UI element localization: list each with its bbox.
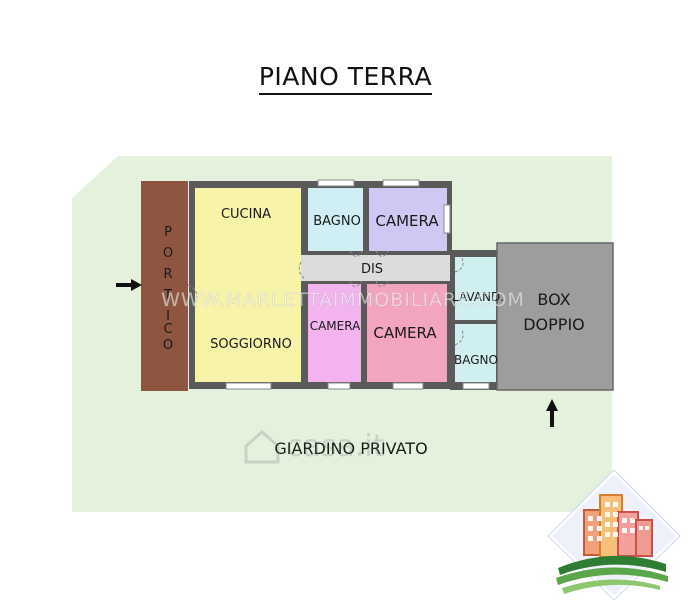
- room-camera-3: [367, 284, 447, 382]
- plan-title: PIANO TERRA: [0, 62, 691, 95]
- room-camera-2: [308, 284, 361, 382]
- label-dis: DIS: [361, 262, 383, 277]
- portico-label: P O R T I C O: [163, 225, 173, 353]
- swoosh-icon: [558, 555, 666, 575]
- portico-letter: O: [163, 338, 173, 353]
- room-cucina-soggiorno: [195, 188, 301, 382]
- room-camera-1: [369, 188, 447, 251]
- portico-letter: P: [164, 225, 172, 240]
- portico-letter: O: [163, 246, 173, 261]
- room-dis: [301, 255, 453, 281]
- windows: [225, 179, 490, 390]
- house-icon: [244, 430, 280, 464]
- room-bagno-1: [308, 188, 363, 251]
- casa-it-text: casa.it: [286, 429, 385, 464]
- label-bagno-1: BAGNO: [313, 214, 361, 229]
- building-icon: [635, 519, 653, 557]
- label-camera-3: CAMERA: [373, 324, 437, 342]
- entrance-arrow-up-icon: [546, 399, 558, 427]
- label-bagno-2: BAGNO: [454, 353, 498, 367]
- room-bagno-2: [455, 324, 496, 382]
- door-swings: [187, 250, 464, 346]
- entrance-arrow-left-icon: [116, 279, 142, 291]
- casa-it-watermark: casa.it: [244, 429, 385, 464]
- label-box-line1: BOX: [537, 290, 570, 309]
- portico-letter: T: [163, 288, 172, 303]
- portico-letter: I: [166, 309, 170, 324]
- agency-logo: [547, 469, 681, 600]
- label-box-line2: DOPPIO: [523, 315, 585, 334]
- room-box-doppio: [496, 242, 614, 391]
- label-cucina: CUCINA: [221, 207, 271, 222]
- label-camera-2: CAMERA: [310, 319, 361, 333]
- label-soggiorno: SOGGIORNO: [210, 337, 292, 352]
- room-lavand: [455, 257, 496, 320]
- label-lavand: LAVAND.: [452, 290, 504, 304]
- label-giardino: GIARDINO PRIVATO: [274, 439, 427, 458]
- plan-title-text: PIANO TERRA: [258, 62, 433, 95]
- portico-letter: C: [163, 322, 172, 337]
- watermark-url: WWW.MARLETTAIMMOBILIARE.COM: [161, 289, 525, 311]
- label-camera-1: CAMERA: [375, 212, 439, 230]
- portico-area: [141, 181, 188, 391]
- portico-letter: R: [163, 267, 172, 282]
